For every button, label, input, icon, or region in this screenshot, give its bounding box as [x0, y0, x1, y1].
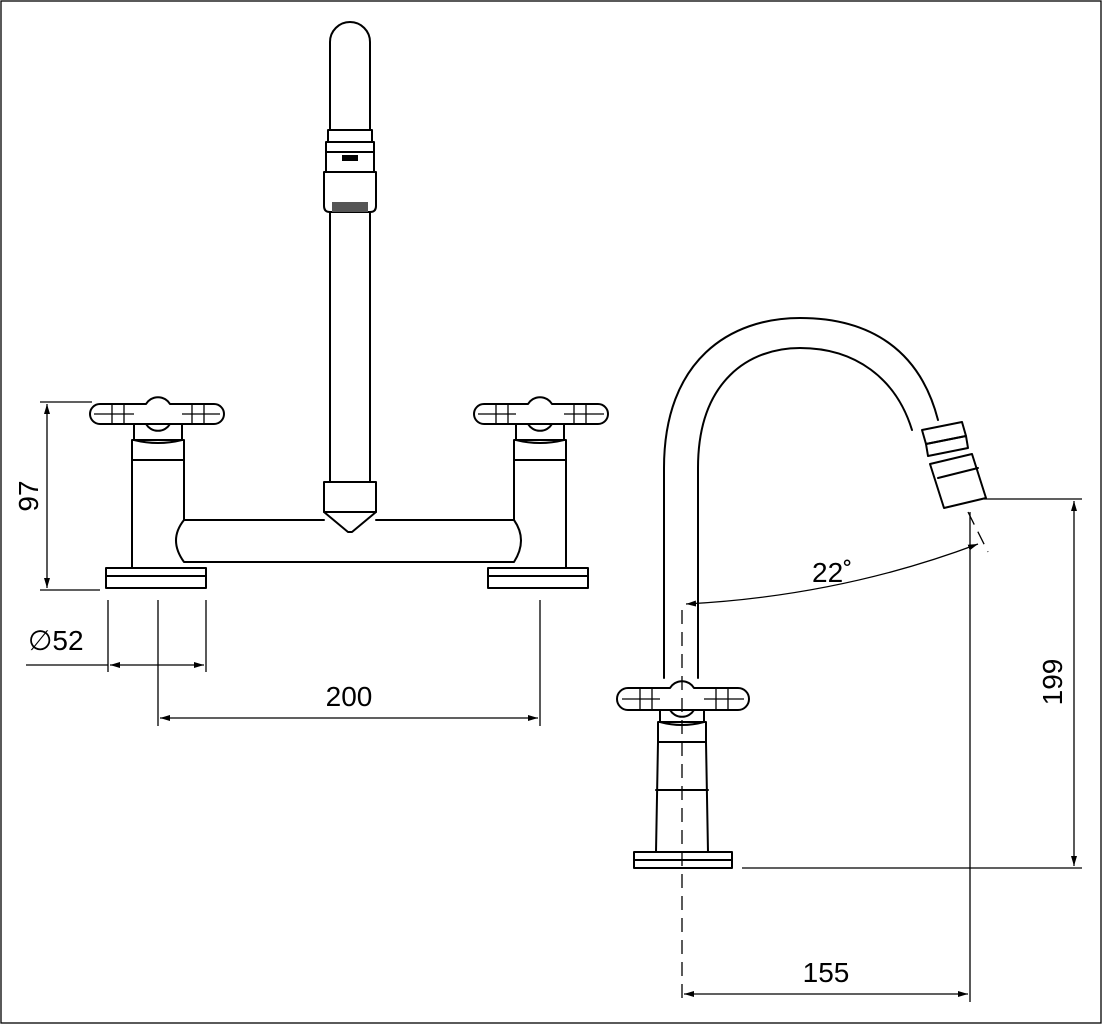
- dim-base-diameter: ∅52: [26, 600, 207, 726]
- dim-angle: 22˚: [685, 511, 989, 607]
- height-front-label: 97: [13, 480, 44, 511]
- centers-label: 200: [326, 681, 373, 712]
- dim-centers: 200: [160, 600, 541, 726]
- front-bridge: [175, 519, 522, 563]
- side-valve: [616, 680, 750, 869]
- angle-label: 22˚: [812, 557, 852, 588]
- front-left-valve: [89, 396, 225, 589]
- base-diameter-label: ∅52: [28, 625, 84, 656]
- side-gooseneck: [663, 317, 987, 679]
- front-spout: [323, 21, 377, 483]
- height-side-label: 199: [1037, 659, 1068, 706]
- front-spout-collar: [323, 481, 377, 533]
- front-view: 97 ∅52 200: [13, 21, 609, 726]
- dim-reach: 155: [684, 957, 968, 997]
- side-view: 22˚ 199 155: [616, 317, 1082, 1002]
- dim-front-height: 97: [13, 401, 100, 591]
- reach-label: 155: [803, 957, 850, 988]
- front-right-valve: [473, 396, 609, 589]
- dim-side-height: 199: [742, 498, 1082, 1002]
